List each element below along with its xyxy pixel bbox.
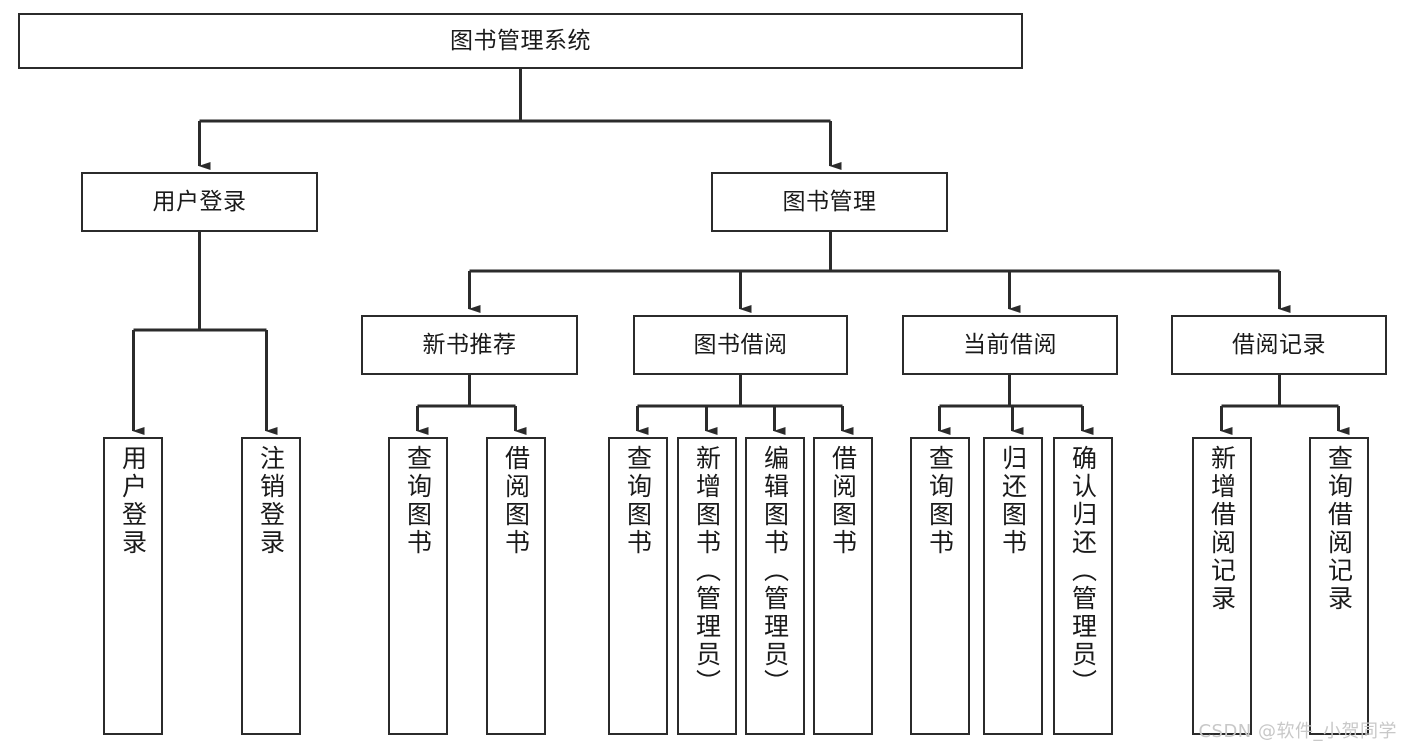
node-current-borrow-label: 当前借阅 xyxy=(963,331,1057,358)
node-borrow-records-label: 借阅记录 xyxy=(1232,331,1326,358)
leaf-borrow-book[interactable]: 借阅图书 xyxy=(813,437,873,735)
leaf-logout[interactable]: 注销登录 xyxy=(241,437,301,735)
leaf-borrow-book-label: 借阅图书 xyxy=(828,445,858,557)
leaf-add-borrow-record-label: 新增借阅记录 xyxy=(1207,445,1237,613)
node-current-borrow[interactable]: 当前借阅 xyxy=(902,315,1118,375)
node-book-management-label: 图书管理 xyxy=(782,188,877,215)
node-book-borrow[interactable]: 图书借阅 xyxy=(633,315,848,375)
leaf-edit-book-admin[interactable]: 编辑图书（管理员） xyxy=(745,437,805,735)
node-book-borrow-label: 图书借阅 xyxy=(693,331,788,358)
node-root-system-label: 图书管理系统 xyxy=(450,27,591,54)
leaf-add-book-admin[interactable]: 新增图书（管理员） xyxy=(677,437,737,735)
borrow-records-to-leaves-connectors xyxy=(1220,375,1350,436)
leaf-query-book-borrow-label: 查询图书 xyxy=(623,445,653,557)
node-user-login[interactable]: 用户登录 xyxy=(81,172,318,232)
leaf-confirm-return-admin-label: 确认归还（管理员） xyxy=(1068,445,1098,697)
current-borrow-to-leaves-connectors xyxy=(938,375,1094,436)
leaf-edit-book-admin-label: 编辑图书（管理员） xyxy=(760,445,790,697)
node-new-book-recommend-label: 新书推荐 xyxy=(422,331,517,358)
leaf-add-book-admin-label: 新增图书（管理员） xyxy=(692,445,722,697)
leaf-query-book-current-label: 查询图书 xyxy=(925,445,955,557)
node-book-management[interactable]: 图书管理 xyxy=(711,172,948,232)
leaf-user-login[interactable]: 用户登录 xyxy=(103,437,163,735)
user-login-to-leaves-connectors xyxy=(132,232,278,436)
leaf-borrow-book-recommend-label: 借阅图书 xyxy=(501,445,531,557)
leaf-user-login-label: 用户登录 xyxy=(118,445,148,557)
new-book-recommend-to-leaves-connectors xyxy=(416,375,527,436)
node-borrow-records[interactable]: 借阅记录 xyxy=(1171,315,1387,375)
book-management-to-level3-connectors xyxy=(468,232,1291,314)
leaf-logout-label: 注销登录 xyxy=(256,445,286,557)
root-to-level2-connectors xyxy=(198,69,842,171)
leaf-query-book-recommend-label: 查询图书 xyxy=(403,445,433,557)
leaf-query-book-borrow[interactable]: 查询图书 xyxy=(608,437,668,735)
leaf-query-book-current[interactable]: 查询图书 xyxy=(910,437,970,735)
leaf-borrow-book-recommend[interactable]: 借阅图书 xyxy=(486,437,546,735)
leaf-return-book[interactable]: 归还图书 xyxy=(983,437,1043,735)
node-new-book-recommend[interactable]: 新书推荐 xyxy=(361,315,578,375)
book-borrow-to-leaves-connectors xyxy=(636,375,854,436)
leaf-query-borrow-record-label: 查询借阅记录 xyxy=(1324,445,1354,613)
node-user-login-label: 用户登录 xyxy=(152,188,247,215)
leaf-confirm-return-admin[interactable]: 确认归还（管理员） xyxy=(1053,437,1113,735)
leaf-query-borrow-record[interactable]: 查询借阅记录 xyxy=(1309,437,1369,735)
node-root-system[interactable]: 图书管理系统 xyxy=(18,13,1023,69)
leaf-add-borrow-record[interactable]: 新增借阅记录 xyxy=(1192,437,1252,735)
leaf-return-book-label: 归还图书 xyxy=(998,445,1028,557)
leaf-query-book-recommend[interactable]: 查询图书 xyxy=(388,437,448,735)
